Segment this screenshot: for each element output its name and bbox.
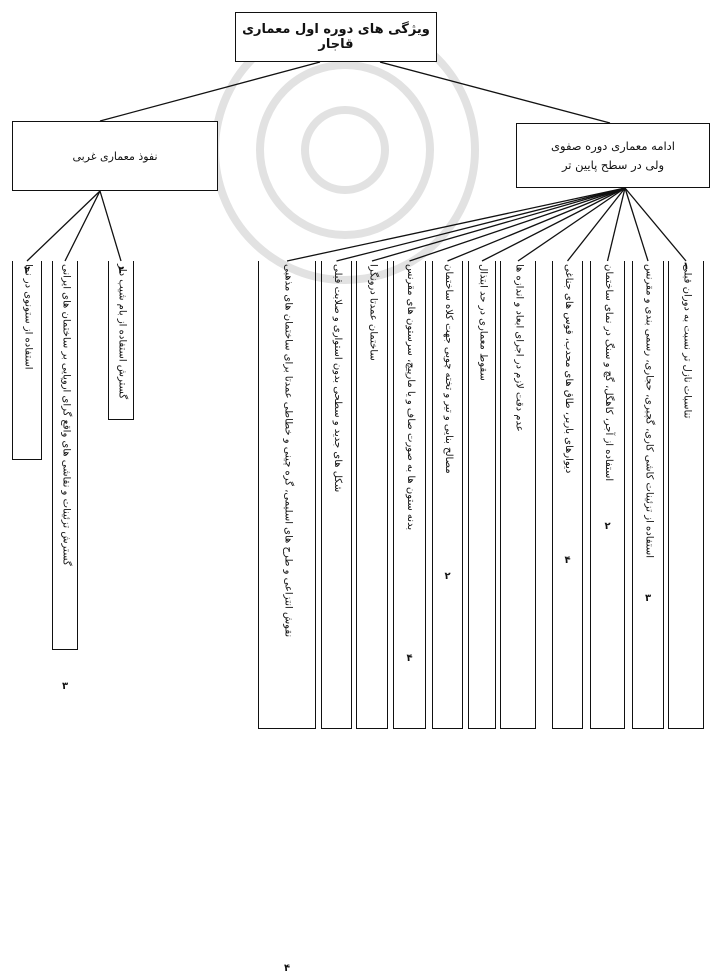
left-leaf-text: گسترش استفاده از بام شیب دار (116, 264, 128, 400)
right-leaf-4: بدنه ستون ها به صورت صاف و یا مارپیچ، سر… (393, 261, 426, 729)
right-leaf-6: سقوط معماری در حد ابتذال (468, 261, 496, 729)
connector-lines (26, 16, 687, 284)
right-leaf-number: ۴ (406, 653, 413, 664)
right-branch-connector (624, 187, 687, 262)
right-branch-connector (409, 187, 626, 262)
right-leaf-1: نقوش انتزاعی و طرح های اسلیمی، گره چینی … (258, 261, 316, 974)
right-leaf-text: مصالح بنایی و تیر و تخته چوبی جهت کلاه س… (442, 264, 454, 474)
right-branch-connector (517, 187, 626, 262)
right-branch-connector (566, 187, 626, 262)
root-title: ویژگی های دوره اول معماری قاجار (242, 22, 430, 52)
left-leaf-number: ۲ (117, 265, 125, 276)
left-branch-connector (99, 190, 122, 262)
western-influence-title: نفوذ معماری غربی (72, 149, 158, 163)
right-leaf-text: ساختمان عمدتا درونگرا (367, 264, 379, 361)
left-leaf-text: گسترش تزئینات و نقاشی های واقع گرای اروپ… (60, 264, 72, 566)
right-branch-connector (286, 187, 626, 262)
right-leaf-text: نقوش انتزاعی و طرح های اسلیمی، گره چینی … (282, 264, 294, 638)
right-leaf-10: استفاده از تزئینات کاشی کاری، گچبری، حجا… (632, 261, 664, 729)
right-leaf-7: عدم دقت لازم در اجرای ابعاد و اندازه ها (500, 261, 536, 729)
left-branch-connector (64, 190, 101, 262)
right-leaf-3: ساختمان عمدتا درونگرا (356, 261, 388, 729)
right-branch-connector (336, 187, 626, 262)
safavid-continuation-node: ادامه معماری دوره صفوی ولی در سطح پایین … (516, 123, 710, 188)
left-leaf-number: ۲ (23, 265, 31, 276)
right-leaf-number: ۴ (283, 963, 291, 974)
right-leaf-text: تناسبات نازل تر نسبت به دوران قبلی (681, 264, 693, 419)
right-leaf-number: ۳ (644, 593, 652, 604)
western-influence-node: نفوذ معماری غربی (12, 121, 218, 191)
right-leaf-text: بدنه ستون ها به صورت صاف و یا مارپیچ، سر… (404, 264, 416, 531)
right-branch-connector (447, 187, 626, 262)
right-leaf-5: مصالح بنایی و تیر و تخته چوبی جهت کلاه س… (432, 261, 463, 729)
right-branch-connector (624, 187, 649, 262)
right-leaf-9: استفاده از آجر، کاهگل، گچ و سنگ در نمای … (590, 261, 625, 729)
right-leaf-number: ۲ (444, 571, 451, 582)
root-to-left-line (99, 61, 321, 122)
right-leaf-text: استفاده از آجر، کاهگل، گچ و سنگ در نمای … (602, 264, 614, 482)
right-leaf-number: ۲ (604, 521, 611, 532)
right-leaf-number: ۱ (682, 261, 690, 272)
safavid-continuation-line2: ولی در سطح پایین تر (561, 157, 665, 172)
left-branch-connector (26, 190, 101, 262)
right-branch-connector (606, 187, 626, 262)
right-branch-connector (481, 187, 626, 262)
right-leaf-text: استفاده از تزئینات کاشی کاری، گچبری، حجا… (643, 264, 655, 559)
right-leaf-text: سقوط معماری در حد ابتذال (477, 264, 489, 381)
right-leaf-text: دیوارهای باربر، طاق های محدب، قوس های جن… (562, 264, 574, 474)
root-to-right-line (379, 61, 611, 124)
root-node: ویژگی های دوره اول معماری قاجار (235, 12, 437, 62)
right-leaf-2: شکل های جدید و سطحی بدون استواری و صلابت… (321, 261, 352, 729)
right-leaf-text: شکل های جدید و سطحی بدون استواری و صلابت… (331, 264, 343, 493)
right-leaf-8: دیوارهای باربر، طاق های محدب، قوس های جن… (552, 261, 583, 729)
left-leaf-number: ۳ (61, 681, 69, 692)
left-leaf-2: گسترش تزئینات و نقاشی های واقع گرای اروپ… (52, 261, 78, 692)
safavid-continuation-line1: ادامه معماری دوره صفوی (551, 139, 675, 154)
left-leaf-text: استفاده از ستونوی در نما (22, 264, 34, 370)
right-leaf-text: عدم دقت لازم در اجرای ابعاد و اندازه ها (513, 264, 525, 432)
right-leaf-number: ۴ (564, 555, 571, 566)
right-branch-connector (371, 187, 626, 262)
